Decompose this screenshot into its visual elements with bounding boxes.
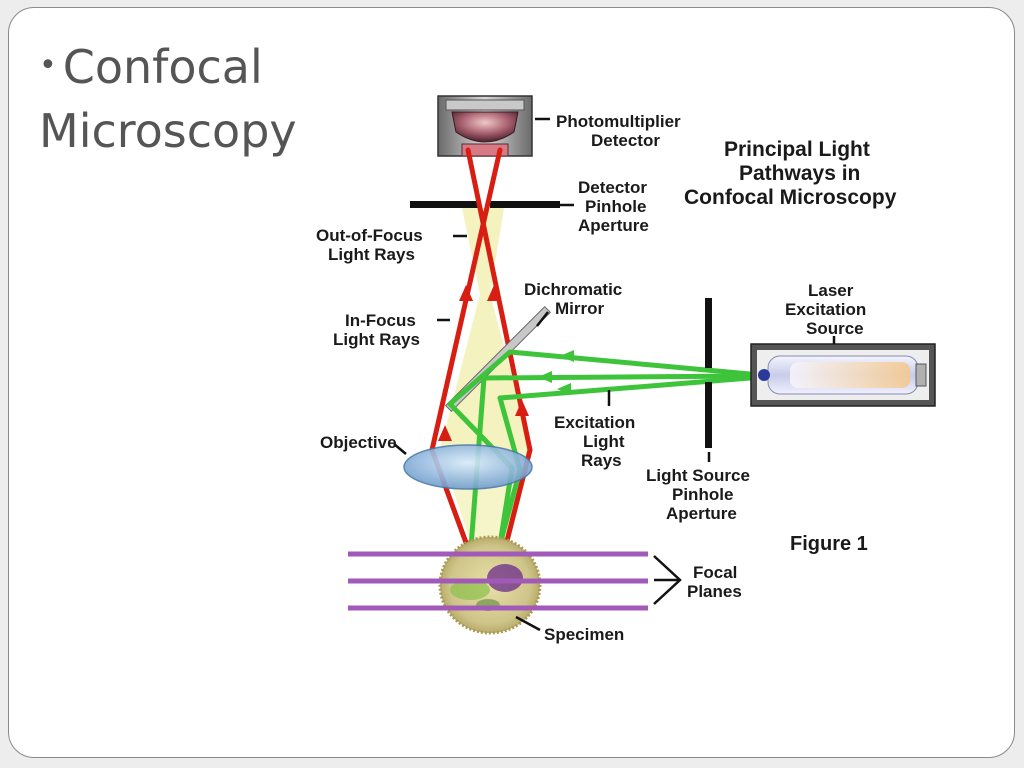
label-out-of-focus-1: Out-of-Focus — [316, 226, 423, 245]
label-excitation-2: Light — [583, 432, 625, 451]
title-bullet: • — [39, 48, 57, 83]
specimen-cell — [438, 535, 542, 635]
diagram-title-line-1: Principal Light — [724, 138, 870, 161]
label-ls-pinhole-1: Light Source — [646, 466, 750, 485]
photomultiplier-detector — [437, 95, 533, 157]
ray-arrows — [438, 285, 529, 441]
label-det-pinhole-2: Pinhole — [585, 197, 646, 216]
title-line-1: Confocal — [62, 40, 263, 94]
label-photomultiplier-1: Photomultiplier — [556, 112, 681, 131]
label-specimen: Specimen — [544, 625, 624, 644]
label-out-of-focus-2: Light Rays — [328, 245, 415, 264]
title-line-2: Microscopy — [39, 104, 297, 158]
label-objective: Objective — [320, 433, 397, 452]
label-ls-pinhole-2: Pinhole — [672, 485, 733, 504]
laser-excitation-source — [750, 343, 936, 407]
label-det-pinhole-3: Aperture — [578, 216, 649, 235]
diagram-title-line-2: Pathways in — [739, 162, 860, 185]
objective-lens — [403, 444, 533, 490]
label-laser-2: Excitation — [785, 300, 866, 319]
label-photomultiplier-2: Detector — [591, 131, 660, 150]
light-source-pinhole-aperture — [705, 298, 712, 448]
label-dichromatic-2: Mirror — [555, 299, 605, 318]
label-laser-3: Source — [806, 319, 864, 338]
label-focal-1: Focal — [693, 563, 737, 582]
label-in-focus-1: In-Focus — [345, 311, 416, 330]
slide-title: •Confocal Microscopy — [39, 34, 297, 163]
label-excitation-1: Excitation — [554, 413, 635, 432]
figure-label: Figure 1 — [790, 533, 868, 555]
detector-pinhole-aperture — [410, 201, 560, 208]
label-dichromatic-1: Dichromatic — [524, 280, 622, 299]
diagram-title-line-3: Confocal Microscopy — [684, 186, 897, 209]
focal-planes — [348, 551, 648, 611]
label-focal-2: Planes — [687, 582, 742, 601]
label-in-focus-2: Light Rays — [333, 330, 420, 349]
label-det-pinhole-1: Detector — [578, 178, 647, 197]
excitation-arrows — [538, 350, 574, 395]
label-laser-1: Laser — [808, 281, 854, 300]
leader-lines — [393, 117, 836, 632]
label-excitation-3: Rays — [581, 451, 622, 470]
label-ls-pinhole-3: Aperture — [666, 504, 737, 523]
